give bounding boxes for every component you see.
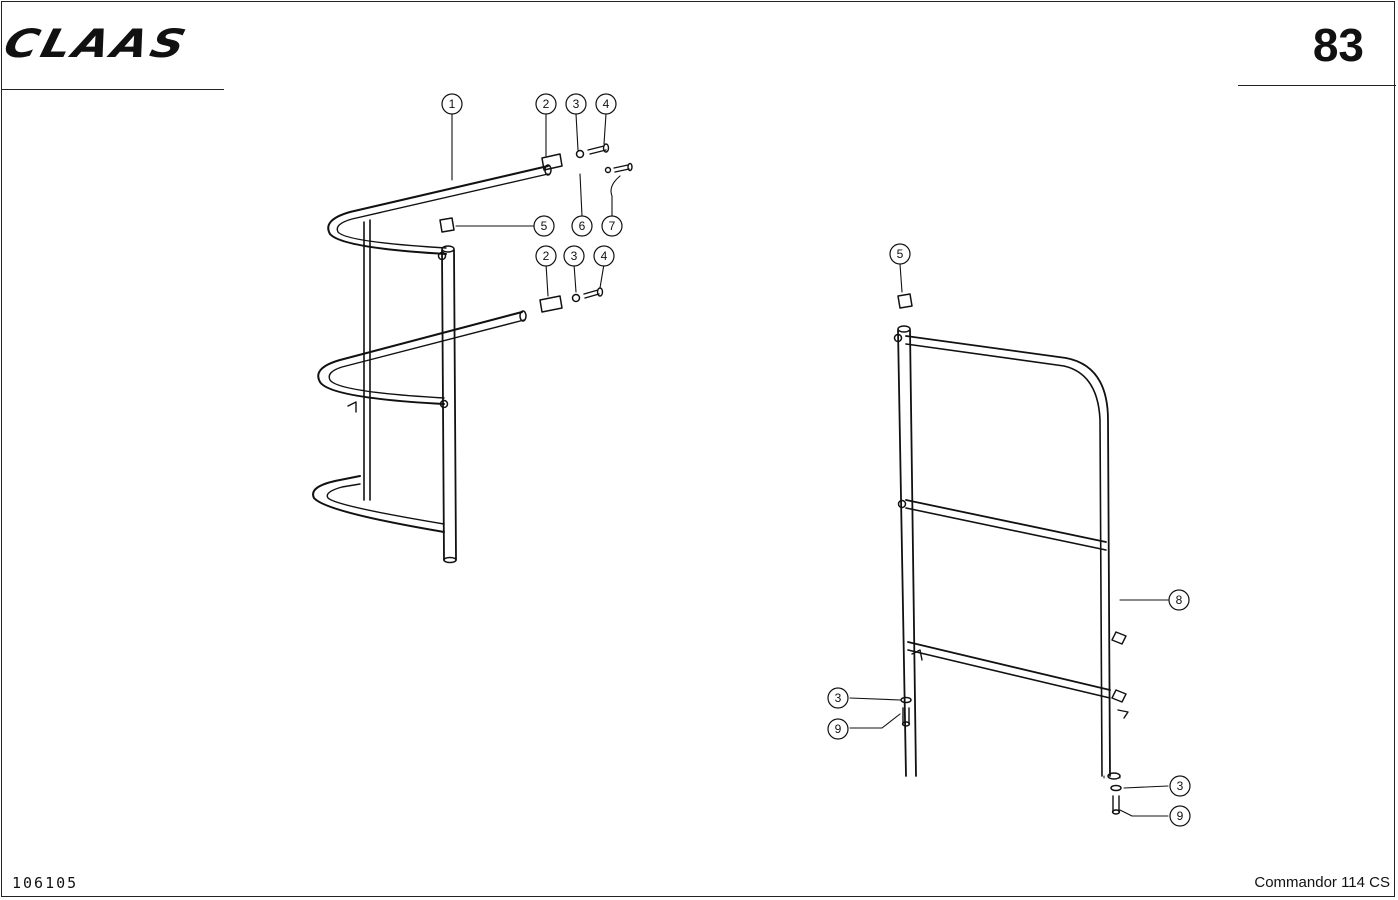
callout-7-circle <box>601 215 623 237</box>
callout-9a-label: 9 <box>835 722 842 736</box>
callout-3c-circle <box>827 687 849 709</box>
callout-1-circle <box>441 93 463 115</box>
hardware-lower-left <box>539 287 604 313</box>
hardware-upper-left <box>439 143 633 233</box>
callout-4a-label: 4 <box>603 97 610 111</box>
callout-6-circle <box>571 215 593 237</box>
callout-2a-label: 2 <box>543 97 550 111</box>
callout-4a-circle <box>595 93 617 115</box>
callout-3b-circle <box>563 245 585 267</box>
callout-9a-circle <box>827 718 849 740</box>
callout-3d-label: 3 <box>1177 779 1184 793</box>
callout-5a-label: 5 <box>541 219 548 233</box>
railing-left-assembly <box>312 164 552 564</box>
callout-8-label: 8 <box>1176 593 1183 607</box>
model-name: Commandor 114 CS <box>1254 874 1390 891</box>
callout-2b-label: 2 <box>543 249 550 263</box>
document-number: 106105 <box>12 874 79 892</box>
callout-5b-label: 5 <box>897 247 904 261</box>
callout-4b-circle <box>593 245 615 267</box>
hardware-bottom <box>900 696 1122 815</box>
callout-5a-circle <box>533 215 555 237</box>
callout-3a-label: 3 <box>573 97 580 111</box>
callout-9b-label: 9 <box>1177 809 1184 823</box>
callout-6-label: 6 <box>579 219 586 233</box>
callout-7-label: 7 <box>609 219 616 233</box>
callout-3d-circle <box>1169 775 1191 797</box>
callout-2a-circle <box>535 93 557 115</box>
header-rule-right <box>1238 85 1396 86</box>
callout-2b-circle <box>535 245 557 267</box>
page-number: 83 <box>1312 19 1364 71</box>
callout-3b-label: 3 <box>571 249 578 263</box>
callout-3a-circle <box>565 93 587 115</box>
callout-3c-label: 3 <box>835 691 842 705</box>
header-rule-left <box>2 89 224 90</box>
callout-1-label: 1 <box>449 97 456 111</box>
callout-4b-label: 4 <box>601 249 608 263</box>
callout-9b-circle <box>1169 805 1191 827</box>
callout-5b-circle <box>889 243 911 265</box>
railing-right-assembly <box>893 293 1129 780</box>
leader-lines <box>451 113 1169 817</box>
callout-8-circle <box>1168 589 1190 611</box>
